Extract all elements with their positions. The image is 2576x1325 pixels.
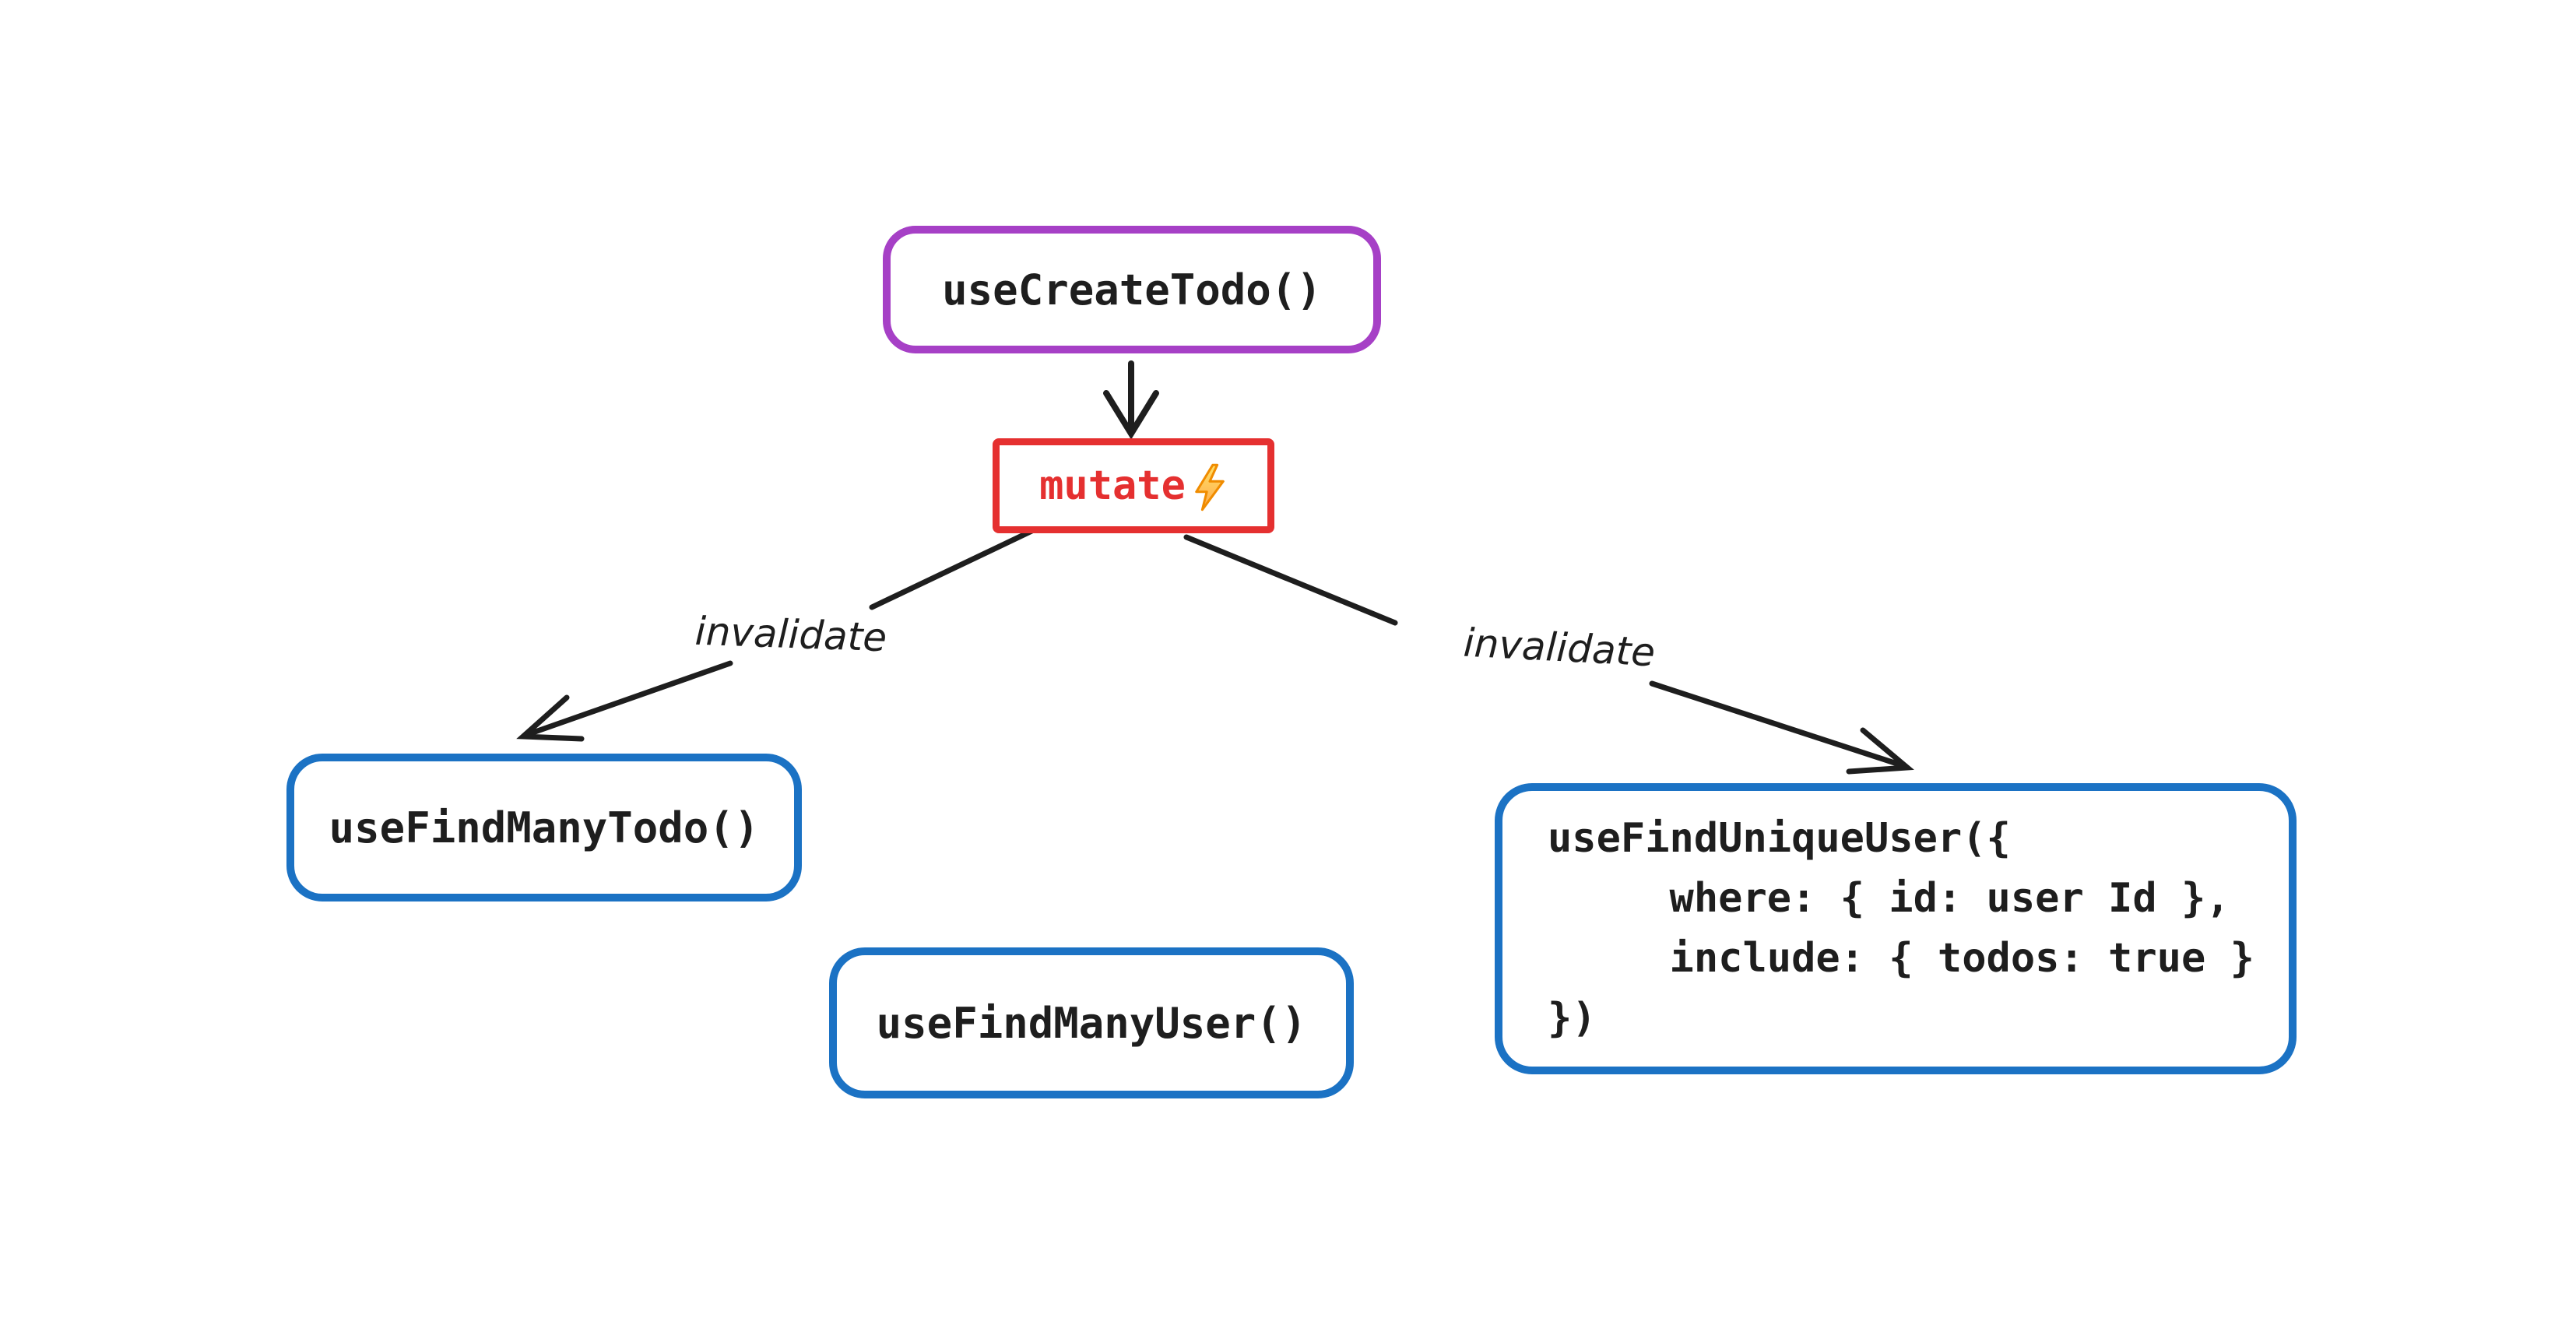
node-use-create-todo-label: useCreateTodo() — [942, 265, 1322, 315]
arrow-mutate-to-find-unique-user — [1183, 534, 1914, 775]
arrow-create-to-mutate — [1103, 360, 1159, 440]
node-use-find-many-todo-label: useFindManyTodo() — [329, 803, 760, 852]
node-use-find-many-user: useFindManyUser() — [829, 947, 1354, 1098]
node-use-find-many-todo: useFindManyTodo() — [286, 754, 802, 901]
code-line-4: }) — [1548, 995, 1597, 1042]
arrow-mutate-to-find-many-todo — [516, 523, 1045, 742]
node-use-create-todo: useCreateTodo() — [883, 226, 1381, 353]
node-mutate: mutate — [993, 438, 1274, 533]
code-line-1: useFindUniqueUser({ — [1548, 815, 2011, 862]
node-use-find-many-user-label: useFindManyUser() — [876, 998, 1307, 1048]
edge-label-invalidate-left: invalidate — [694, 608, 888, 661]
node-use-find-unique-user: useFindUniqueUser({ where: { id: user Id… — [1495, 783, 2297, 1074]
node-mutate-label: mutate — [1039, 462, 1186, 509]
lightning-icon — [1195, 463, 1225, 511]
code-line-3: include: { todos: true } — [1548, 935, 2254, 982]
code-line-2: where: { id: user Id }, — [1548, 875, 2230, 922]
